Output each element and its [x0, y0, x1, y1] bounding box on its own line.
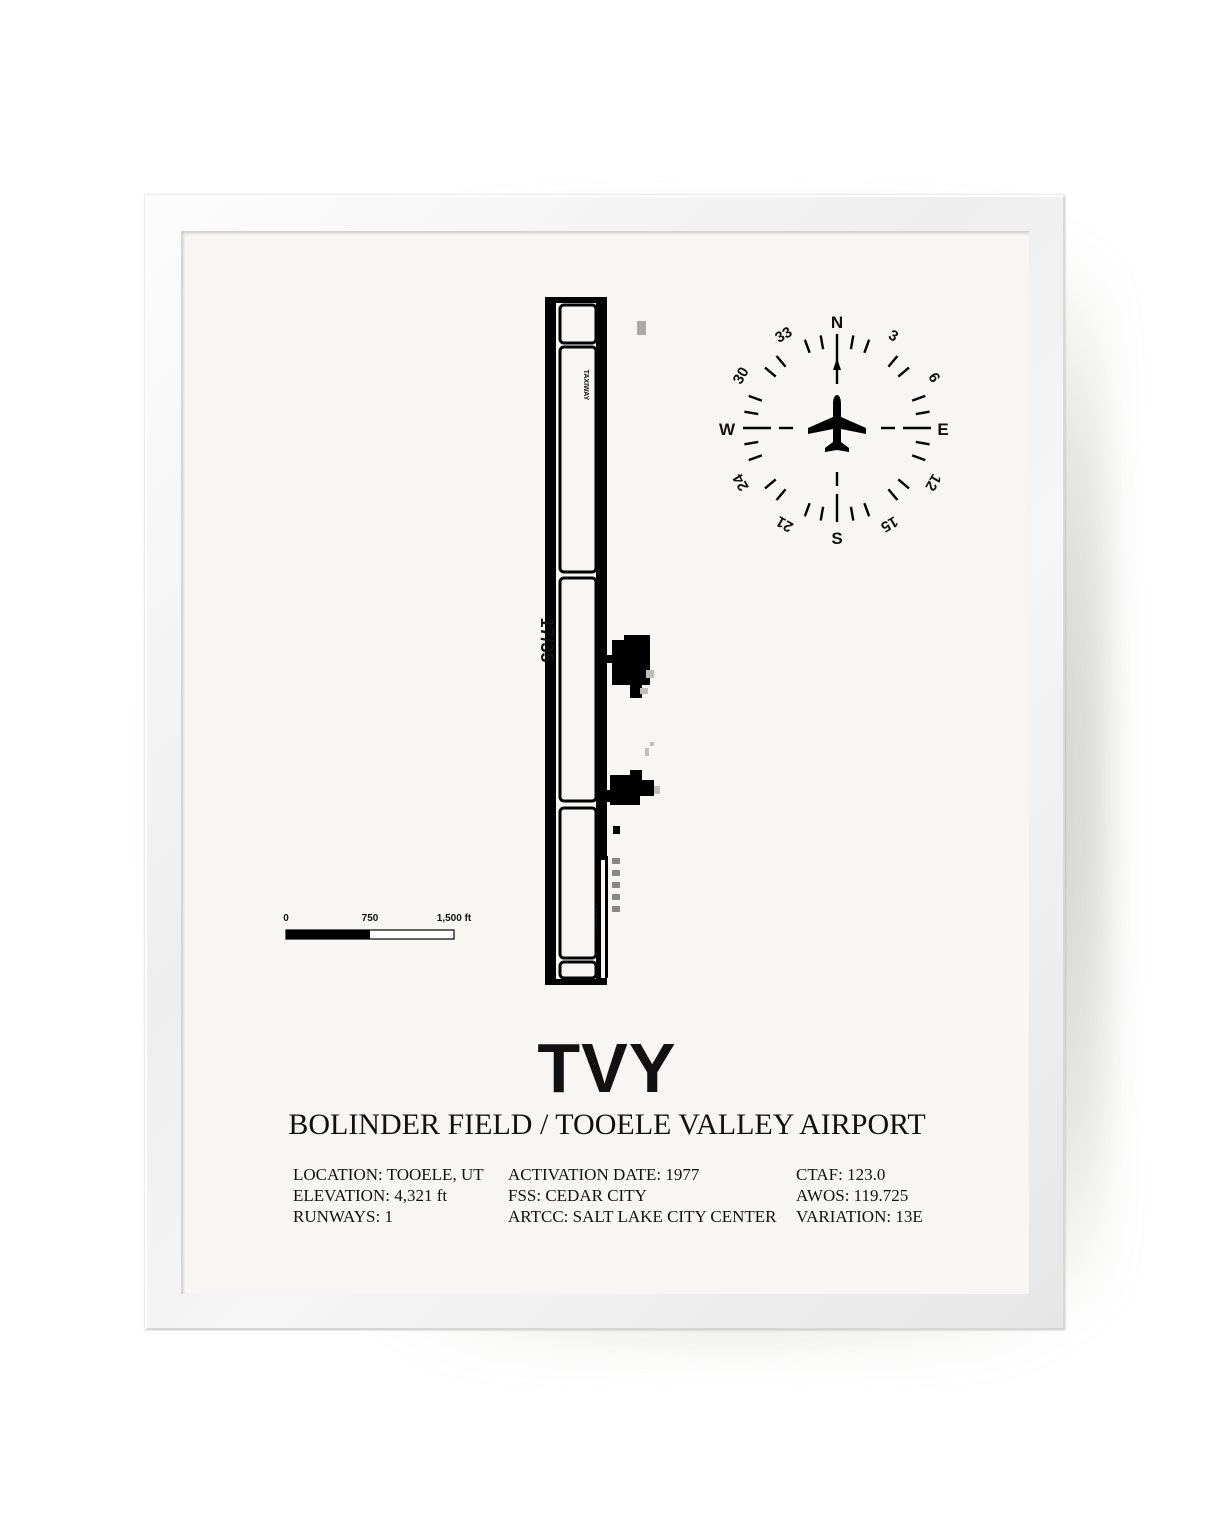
compass-24: 24: [729, 470, 752, 494]
compass-tick: [915, 410, 930, 416]
scale-label-zero: 0: [283, 913, 289, 924]
compass-tick: [863, 502, 871, 517]
compass-30: 30: [730, 364, 753, 387]
compass-tick: [849, 506, 855, 521]
info-artcc: ARTCC: SALT LAKE CITY CENTER: [508, 1207, 777, 1226]
compass-tick: [764, 366, 777, 378]
info-fss: FSS: CEDAR CITY: [508, 1186, 647, 1205]
compass-tick: [819, 506, 825, 521]
compass-tick: [897, 366, 910, 378]
compass-tick: [819, 335, 825, 350]
compass-tick: [803, 502, 811, 517]
compass-tick: [849, 335, 855, 350]
compass-tick: [744, 410, 759, 416]
compass-tick: [803, 339, 811, 354]
compass-21: 21: [773, 512, 796, 535]
info-elevation: ELEVATION: 4,321 ft: [293, 1186, 448, 1205]
compass-3: 3: [885, 327, 901, 346]
compass-rose: [743, 334, 931, 522]
compass-tick: [764, 478, 777, 490]
runway-17-35: [545, 297, 607, 985]
compass-tick: [915, 440, 930, 446]
apron-north: [598, 635, 654, 698]
compass-tick: [775, 488, 787, 501]
taxiway-label-south: TAXIWAY: [593, 903, 600, 934]
compass-east: E: [937, 420, 948, 439]
info-column-2: ACTIVATION DATE: 1977 FSS: CEDAR CITY AR…: [508, 1164, 776, 1227]
compass-south: S: [831, 529, 842, 548]
airport-code: TVY: [537, 1029, 677, 1107]
taxiway-label-north: TAXIWAY: [582, 370, 589, 401]
compass-tick: [897, 478, 910, 490]
north-pointer-icon: [833, 358, 841, 370]
compass-north: N: [831, 313, 843, 332]
scale-bar: [285, 929, 455, 940]
compass-tick: [748, 394, 763, 402]
info-variation: VARIATION: 13E: [796, 1207, 923, 1226]
parallel-taxiway: [596, 830, 608, 978]
info-column-3: CTAF: 123.0 AWOS: 119.725 VARIATION: 13E: [796, 1164, 923, 1227]
info-runways: RUNWAYS: 1: [293, 1207, 393, 1226]
compass-tick: [775, 355, 787, 368]
compass-west: W: [719, 420, 736, 439]
info-ctaf: CTAF: 123.0: [796, 1165, 886, 1184]
hangar-row: [612, 858, 620, 912]
airplane-icon: [808, 395, 866, 452]
compass-6: 6: [924, 370, 943, 386]
compass-12: 12: [921, 471, 944, 494]
small-building: [637, 321, 646, 335]
compass-tick: [748, 454, 763, 462]
scale-label-end: 1,500 ft: [437, 913, 472, 924]
compass-tick: [887, 488, 899, 501]
apron-south: [598, 742, 660, 834]
info-activation-date: ACTIVATION DATE: 1977: [508, 1165, 700, 1184]
compass-tick: [911, 454, 926, 462]
info-column-1: LOCATION: TOOELE, UT ELEVATION: 4,321 ft…: [293, 1164, 484, 1227]
airport-name: BOLINDER FIELD / TOOELE VALLEY AIRPORT: [288, 1108, 926, 1141]
info-location: LOCATION: TOOELE, UT: [293, 1165, 484, 1184]
compass-tick: [887, 355, 899, 368]
info-awos: AWOS: 119.725: [796, 1186, 909, 1205]
compass-tick: [911, 394, 926, 402]
runway-label: 17/35: [537, 617, 557, 662]
compass-33: 33: [772, 324, 795, 347]
compass-tick: [863, 339, 871, 354]
compass-tick: [744, 440, 759, 446]
scale-label-mid: 750: [362, 913, 379, 924]
compass-15: 15: [878, 512, 901, 535]
